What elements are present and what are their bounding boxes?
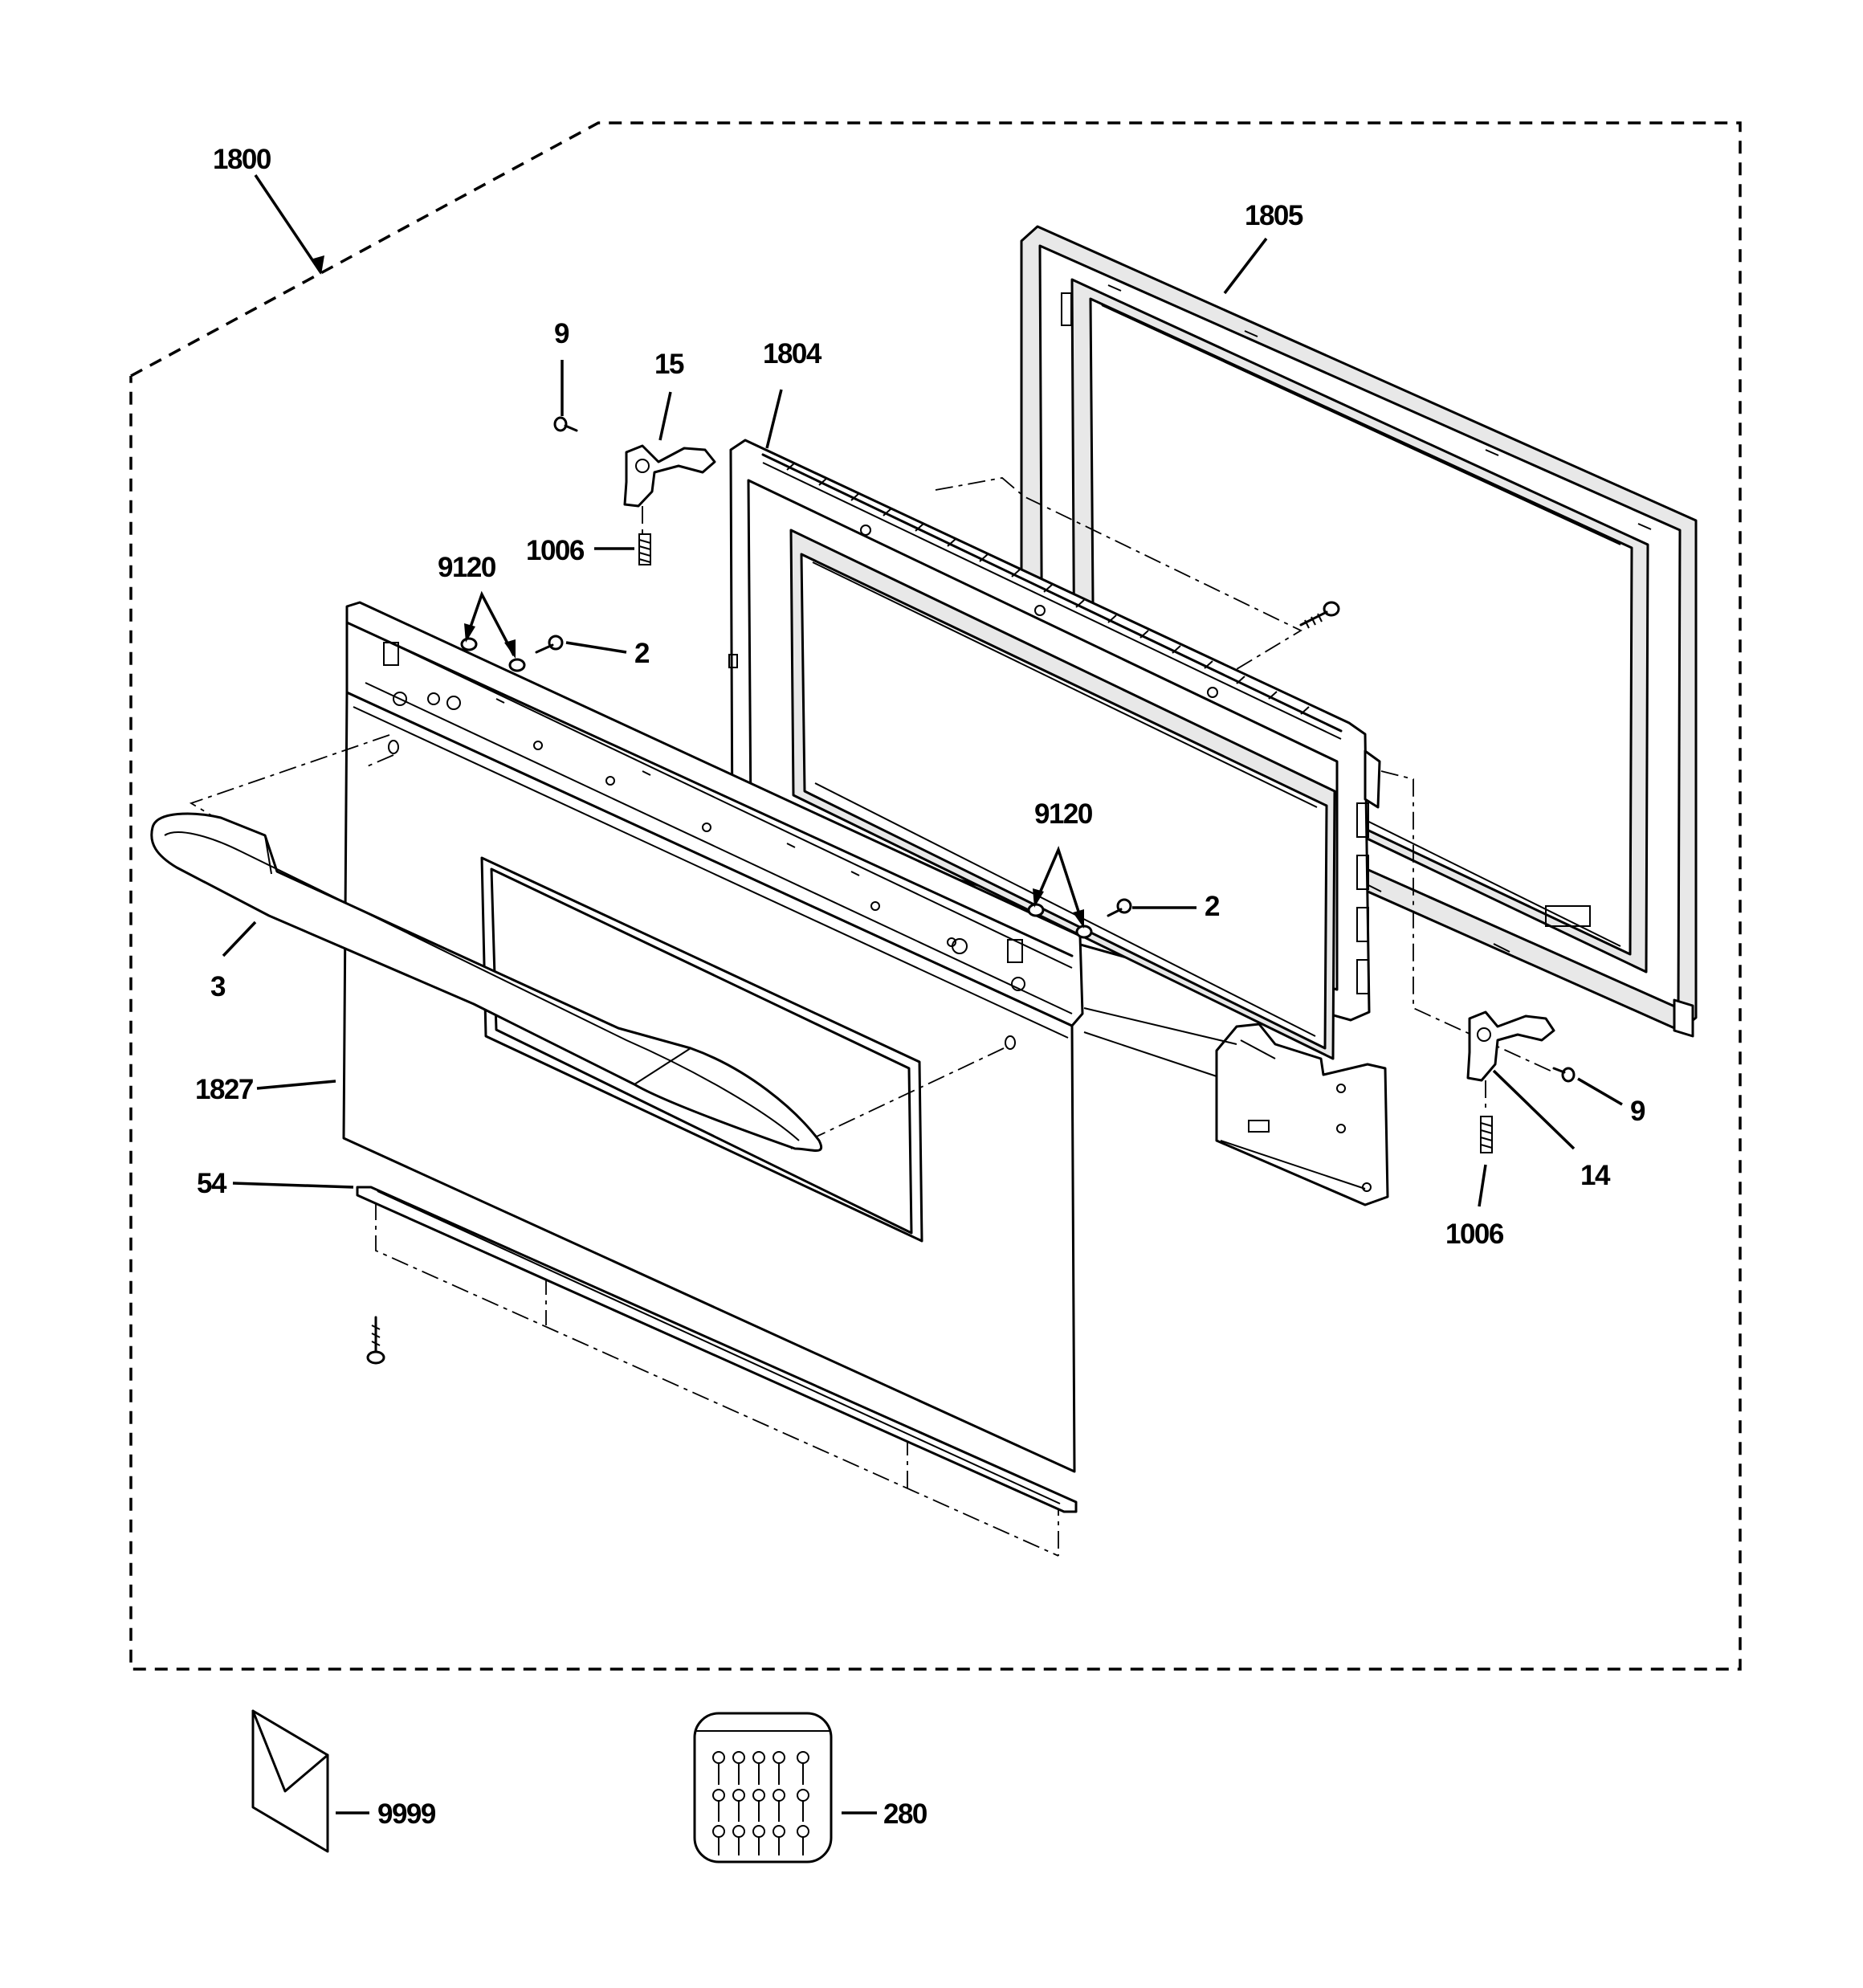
callout-1805: 1805 (1245, 200, 1303, 231)
callout-9120-right: 9120 (1034, 798, 1093, 830)
arrow-head (1033, 888, 1044, 908)
kit-boundary (129, 121, 1742, 1671)
screw-top-channel (535, 635, 564, 654)
callout-15: 15 (654, 349, 684, 380)
washer-top-a (460, 637, 478, 651)
hinge-left (623, 444, 716, 534)
callout-9120-top: 9120 (438, 552, 496, 583)
screw-hinge-right (1552, 1067, 1576, 1083)
literature-envelope (251, 1709, 329, 1853)
callout-1827: 1827 (195, 1074, 253, 1105)
arrow-head (464, 623, 475, 643)
callout-1804: 1804 (763, 338, 822, 369)
callout-9-top: 9 (554, 318, 569, 349)
spring-left (638, 533, 651, 565)
callout-1800: 1800 (213, 144, 271, 175)
screw-outer-frame (1299, 601, 1340, 629)
callout-1006-left: 1006 (526, 535, 585, 566)
outer-door-frame (1020, 225, 1698, 1038)
screw-top (553, 416, 578, 432)
screw-right-channel (1107, 898, 1132, 917)
leader-lines (222, 174, 1623, 1815)
screw-bottom (366, 1316, 385, 1365)
callout-1006-right: 1006 (1445, 1219, 1504, 1250)
inner-frame-side-tabs (1356, 749, 1381, 994)
callout-labels: 1800 1805 1804 9 15 1006 9120 2 3 1827 5… (195, 144, 1647, 1830)
arrow-head (313, 255, 324, 275)
callout-2-left: 2 (634, 638, 650, 669)
callout-9-right: 9 (1630, 1096, 1645, 1127)
callout-54: 54 (197, 1168, 227, 1199)
callout-9999: 9999 (377, 1798, 436, 1830)
door-handle (150, 812, 823, 1152)
washer-right-a (1027, 903, 1045, 917)
spring-right (1480, 1116, 1493, 1153)
door-top-channel (345, 601, 1084, 1027)
arrow-head (1073, 909, 1084, 929)
hinge-right (1466, 1010, 1555, 1108)
inner-frame-slots (761, 453, 1343, 740)
bottom-trim-strip (356, 1186, 1078, 1513)
callout-280: 280 (883, 1798, 927, 1830)
callout-2-right: 2 (1205, 891, 1220, 922)
washer-top-b (508, 658, 526, 672)
arrow-head (504, 639, 516, 659)
callout-14: 14 (1580, 1160, 1611, 1191)
screw-kit-bag (693, 1712, 833, 1863)
callout-3: 3 (210, 971, 226, 1002)
